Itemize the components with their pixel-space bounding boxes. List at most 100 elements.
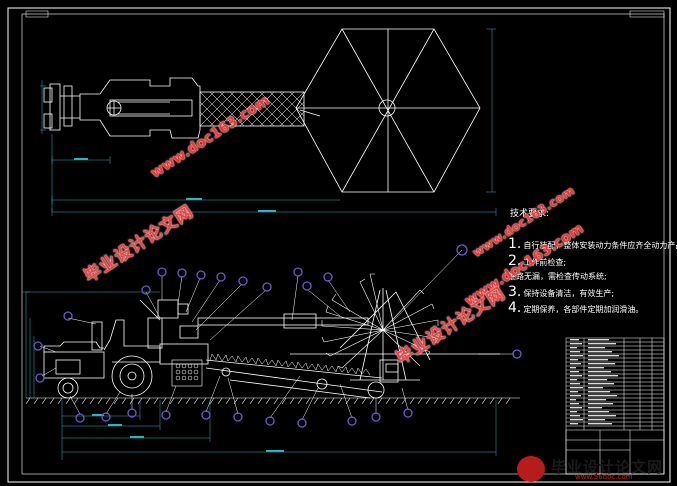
callout-balloon	[302, 281, 312, 291]
table-row-text	[588, 423, 612, 425]
callout-balloon	[177, 268, 187, 278]
corner-tag-right	[629, 10, 665, 18]
requirement-text: 油路无漏，需检查传动系统;	[508, 272, 607, 281]
table-row-text	[570, 423, 578, 425]
callout-balloon	[75, 413, 85, 423]
table-row-text	[570, 399, 576, 401]
top-dimension-text	[74, 158, 276, 212]
table-row-text	[570, 343, 582, 345]
site-logo: 毕业设计论文网 www.56doc.com	[515, 455, 675, 483]
requirement-text: 保持设备清洁，有效生产;	[523, 289, 615, 298]
table-row-text	[588, 339, 609, 341]
corner-tag	[25, 10, 49, 18]
table-row-text	[588, 379, 607, 381]
table-row-text	[570, 411, 577, 413]
parts-list-table	[565, 337, 665, 475]
table-row-text	[570, 375, 582, 377]
callout-balloon	[33, 341, 43, 351]
table-row-text	[588, 343, 616, 345]
callout-balloon	[297, 418, 307, 428]
requirement-number: 3.	[508, 284, 522, 300]
outer-frame	[7, 7, 671, 483]
callout-balloon	[196, 270, 206, 280]
table-row-text	[570, 351, 580, 353]
table-row-text	[570, 339, 579, 341]
table-row-text	[588, 415, 616, 417]
table-row-text	[588, 399, 606, 401]
callout-balloon	[371, 412, 381, 422]
logo-badge-icon	[517, 456, 545, 482]
callout-balloon	[63, 311, 73, 321]
table-row-text	[570, 419, 583, 421]
table-row-text	[588, 359, 608, 361]
table-row-text	[588, 395, 617, 397]
side-dimensions	[22, 291, 497, 460]
top-view	[43, 28, 481, 193]
callout-balloon	[347, 416, 357, 426]
logo-text: 毕业设计论文网	[551, 458, 664, 476]
requirement-number: 2.	[508, 253, 522, 269]
table-row-text	[588, 403, 613, 405]
top-dimensions	[40, 28, 497, 216]
callout-balloon	[127, 408, 137, 418]
requirement-number: 4.	[508, 300, 522, 316]
requirement-text: 工作前检查;	[523, 258, 567, 267]
callout-balloon	[35, 373, 45, 383]
tech-requirement-4: 4.定期保养，各部件定期加润滑油。	[508, 300, 643, 316]
callout-balloon	[512, 349, 522, 359]
table-row-text	[588, 351, 612, 353]
table-row-text	[588, 411, 609, 413]
requirement-text: 定期保养，各部件定期加润滑油。	[523, 305, 644, 314]
callout-lines	[39, 249, 514, 421]
callout-balloon	[293, 267, 303, 277]
callout-balloon	[161, 410, 171, 420]
inner-frame	[21, 13, 665, 475]
callout-balloon	[262, 282, 272, 292]
tech-requirement-2: 2.工作前检查;	[508, 253, 566, 269]
table-row-text	[570, 363, 581, 365]
callout-balloon	[238, 276, 248, 286]
tech-requirement-1: 1.自行装配，整体安装动力条件应齐全动力产品;	[508, 236, 677, 252]
ground	[25, 397, 520, 405]
tech-requirement-3: 3.保持设备清洁，有效生产;	[508, 284, 614, 300]
table-row-text	[588, 371, 611, 373]
parts-list-text	[570, 339, 619, 425]
callout-balloon	[265, 416, 275, 426]
table-row-text	[588, 375, 618, 377]
callout-balloon	[101, 412, 111, 422]
table-row-text	[570, 407, 582, 409]
table-row-text	[570, 355, 583, 357]
table-row-text	[588, 383, 614, 385]
table-row-text	[588, 419, 605, 421]
table-row-text	[588, 391, 610, 393]
table-row-text	[570, 379, 577, 381]
tech-requirements-title: 技术要求:	[510, 209, 550, 219]
callout-balloon	[323, 272, 333, 282]
callout-balloons	[33, 244, 522, 428]
table-row-text	[588, 363, 615, 365]
table-row-text	[570, 367, 576, 369]
table-row-text	[570, 371, 579, 373]
callout-balloon	[157, 267, 167, 277]
side-dimension-text	[92, 414, 284, 452]
table-row-text	[588, 347, 605, 349]
tech-requirement-2b: 油路无漏，需检查传动系统;	[508, 271, 607, 282]
callout-balloon	[456, 244, 468, 256]
table-row-text	[588, 367, 604, 369]
table-row-text	[588, 355, 619, 357]
table-row-text	[570, 387, 583, 389]
table-row-text	[570, 395, 581, 397]
callout-balloon	[216, 272, 226, 282]
table-row-text	[570, 347, 577, 349]
table-row-text	[570, 383, 580, 385]
callout-balloon	[201, 410, 211, 420]
requirement-text: 自行装配，整体安装动力条件应齐全动力产品;	[523, 241, 677, 250]
table-row-text	[588, 387, 603, 389]
table-row-text	[588, 407, 602, 409]
table-row-text	[570, 403, 579, 405]
table-row-text	[570, 359, 578, 361]
requirement-number: 1.	[508, 236, 522, 252]
side-view	[43, 273, 500, 399]
callout-balloon	[233, 412, 243, 422]
